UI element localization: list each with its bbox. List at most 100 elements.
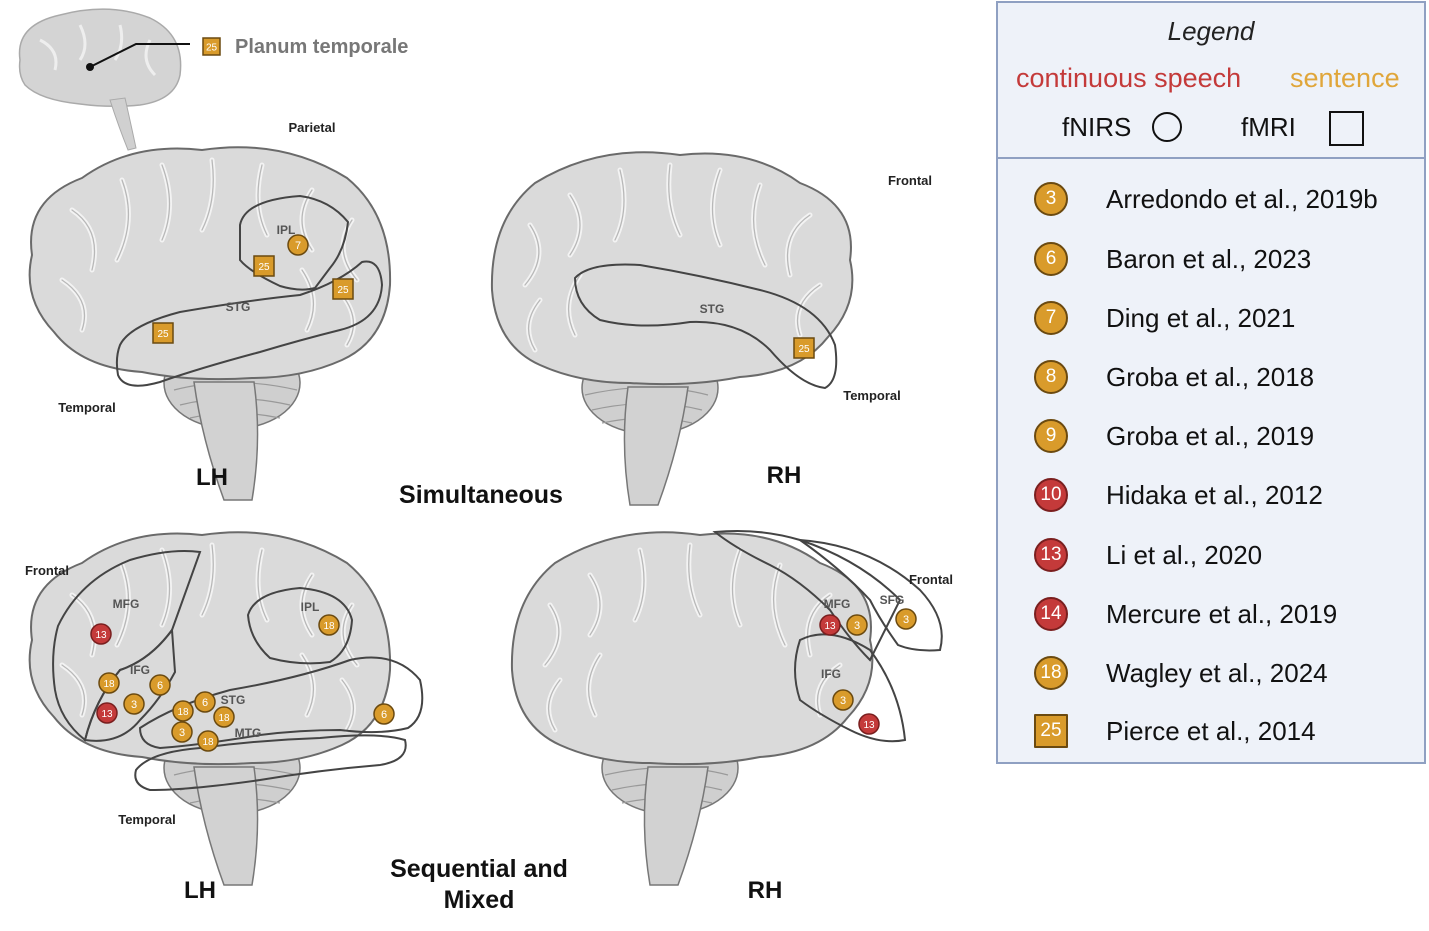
inset-marker-number: 25 [206,43,218,54]
region-label-sim-lh-stg: STG [226,300,251,314]
lobe-label-seq-rh-frontal: Frontal [909,572,953,587]
region-sim-lh-ipl [239,194,350,291]
marker-number: 25 [157,329,169,340]
square-shape-icon [1329,111,1364,146]
marker-shape [793,337,815,359]
legend-panel: Legend continuous speech sentence fNIRS … [996,1,1426,764]
marker-sequential-lh-9: 3 [171,721,193,743]
marker-shape [832,689,854,711]
hemisphere-label-seq-lh: LH [184,877,216,904]
marker-number: 6 [157,680,163,692]
marker-number: 25 [798,344,810,355]
marker-number: 18 [177,707,189,718]
reference-citation: Groba et al., 2018 [1106,362,1315,392]
reference-citation: Baron et al., 2023 [1106,244,1312,274]
lobe-label-sim-rh-frontal: Frontal [888,173,932,188]
hemisphere-label-seq-rh: RH [748,877,783,904]
region-sim-lh-stg [115,260,384,387]
reference-marker: 10 [1034,478,1068,512]
reference-marker: 18 [1034,656,1068,690]
marker-number: 18 [103,679,115,690]
reference-marker: 8 [1034,360,1068,394]
inset-label: Planum temporale [235,36,408,58]
region-seq-lh-mtg [134,734,407,792]
marker-shape [90,623,112,645]
region-label-sim-lh-ipl: IPL [277,223,296,237]
legend-fmri-label: fMRI [1241,112,1296,142]
marker-number: 7 [295,240,301,252]
marker-simultaneous-lh-0: 7 [287,234,309,256]
legend-continuous-speech: continuous speech [1016,63,1242,93]
reference-marker: 25 [1034,714,1068,748]
reference-row: 18 Wagley et al., 2024 [998,654,1424,694]
region-label-seq-lh-mfg: MFG [113,597,140,611]
brain-seq-rh [512,532,872,885]
marker-sequential-rh-2: 3 [895,608,917,630]
reference-marker: 14 [1034,597,1068,631]
reference-marker: 3 [1034,182,1068,216]
marker-number: 13 [101,709,113,720]
marker-sequential-lh-7: 18 [172,700,194,722]
marker-sequential-lh-11: 6 [373,703,395,725]
region-label-seq-lh-ipl: IPL [301,600,320,614]
reference-marker: 13 [1034,538,1068,572]
marker-shape [98,672,120,694]
lobe-label-seq-lh-frontal: Frontal [25,563,69,578]
region-labels: IPL STG STG MFG IFG IPL STG MTG MFG SFG … [113,223,905,740]
reference-citation: Wagley et al., 2024 [1106,658,1328,688]
region-seq-lh-ipl [246,586,354,665]
marker-shape [213,706,235,728]
marker-sequential-lh-4: 13 [96,702,118,724]
marker-shape [194,691,216,713]
marker-number: 3 [179,727,185,739]
region-label-seq-rh-sfg: SFG [880,593,905,607]
reference-citation: Arredondo et al., 2019b [1106,184,1378,214]
region-label-seq-rh-mfg: MFG [824,597,851,611]
marker-shape [819,614,841,636]
marker-shape [895,608,917,630]
reference-citation: Li et al., 2020 [1106,540,1263,570]
reference-row: 8 Groba et al., 2018 [998,358,1424,398]
marker-number: 6 [381,709,387,721]
reference-citation: Hidaka et al., 2012 [1106,480,1323,510]
region-label-seq-lh-ifg: IFG [130,663,150,677]
reference-citation: Ding et al., 2021 [1106,303,1296,333]
marker-simultaneous-lh-3: 25 [152,322,174,344]
legend-sentence: sentence [1290,63,1400,93]
marker-shape [172,700,194,722]
marker-shape [253,255,275,277]
marker-number: 18 [323,621,335,632]
panel-title-simultaneous: Simultaneous [399,481,563,509]
region-sim-rh-stg [573,263,838,390]
marker-shape [197,730,219,752]
marker-sequential-lh-8: 18 [213,706,235,728]
region-seq-rh-ifg [794,633,907,743]
panel-title-sequential-line1: Sequential and [390,855,568,883]
marker-number: 3 [854,620,860,632]
marker-shape [846,614,868,636]
marker-simultaneous-lh-2: 25 [332,278,354,300]
marker-simultaneous-lh-1: 25 [253,255,275,277]
brain-sim-lh [30,147,390,500]
marker-shape [152,322,174,344]
marker-sequential-rh-0: 13 [819,614,841,636]
marker-number: 13 [824,621,836,632]
hemisphere-label-sim-lh: LH [196,464,228,491]
panel-title-sequential-line2: Mixed [444,886,515,914]
hemisphere-label-sim-rh: RH [767,462,802,489]
reference-citation: Mercure et al., 2019 [1106,599,1338,629]
reference-row: 25 Pierce et al., 2014 [998,712,1424,752]
marker-shape [149,674,171,696]
lobe-label-sim-lh-parietal: Parietal [289,120,336,135]
marker-sequential-lh-0: 13 [90,623,112,645]
legend-header: Legend continuous speech sentence fNIRS … [998,3,1424,159]
marker-number: 25 [258,262,270,273]
marker-sequential-lh-2: 18 [98,672,120,694]
marker-sequential-rh-3: 3 [832,689,854,711]
brain-sim-rh [492,152,852,505]
figure-canvas: 25 Planum temporale Parietal Temporal Fr… [18,8,953,914]
reference-citation: Pierce et al., 2014 [1106,716,1316,746]
marker-number: 25 [337,285,349,296]
